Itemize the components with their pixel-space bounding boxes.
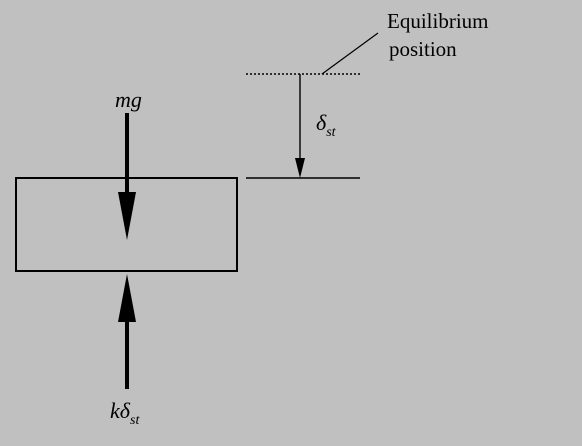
static-deflection-arrow	[295, 74, 305, 178]
spring-force-arrow	[118, 274, 136, 389]
deflection-delta-symbol: δ	[316, 110, 327, 135]
weight-label: mg	[115, 87, 142, 112]
deflection-subscript: st	[326, 125, 336, 140]
weight-arrow	[118, 113, 136, 240]
spring-delta-subscript: st	[130, 413, 140, 428]
spring-force-label: kδst	[110, 398, 140, 428]
equilibrium-label-line2: position	[389, 37, 457, 61]
static-deflection-label: δst	[316, 110, 337, 140]
spring-delta-symbol: δ	[120, 398, 131, 423]
spring-constant-symbol: k	[110, 398, 121, 423]
equilibrium-label-line1: Equilibrium	[387, 9, 489, 33]
equilibrium-leader-line	[321, 32, 379, 75]
